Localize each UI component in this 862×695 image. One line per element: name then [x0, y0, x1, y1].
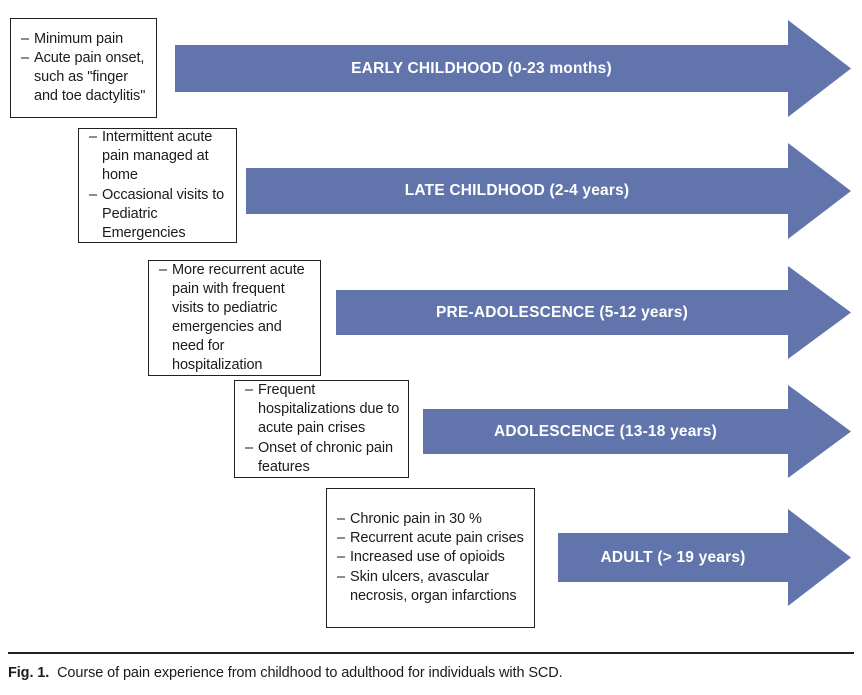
bullet-marker: –: [159, 261, 167, 278]
bullet-text: Skin ulcers, avascular necrosis, organ i…: [350, 568, 517, 604]
arrow-adult: [558, 509, 851, 606]
bullet-marker: –: [21, 30, 29, 47]
bullet-text: Onset of chronic pain features: [258, 439, 393, 475]
bullet-marker: –: [337, 530, 345, 547]
bullet-item: –More recurrent acute pain with frequent…: [159, 261, 312, 376]
callout-adult: –Chronic pain in 30 % –Recurrent acute p…: [326, 488, 535, 628]
bullet-item: –Recurrent acute pain crises: [337, 529, 526, 548]
bullet-item: –Increased use of opioids: [337, 548, 526, 567]
caption-divider: [8, 652, 854, 654]
arrow-shape: [336, 266, 851, 359]
arrow-early-childhood: [175, 20, 851, 117]
bullet-marker: –: [337, 511, 345, 528]
arrow-adolescence: [423, 385, 851, 478]
arrow-label-early-childhood: EARLY CHILDHOOD (0-23 months): [351, 60, 612, 77]
bullet-list-adolescence: –Frequent hospitalizations due to acute …: [235, 381, 408, 477]
arrow-late-childhood: [246, 143, 851, 239]
bullet-marker: –: [21, 49, 29, 66]
bullet-text: Minimum pain: [34, 30, 124, 47]
bullet-marker: –: [245, 382, 253, 399]
bullet-marker: –: [337, 549, 345, 566]
arrow-shape: [175, 20, 851, 117]
arrow-label-adolescence: ADOLESCENCE (13-18 years): [494, 423, 717, 440]
arrow-shape: [423, 385, 851, 478]
bullet-text: Intermittent acute pain managed at home: [102, 129, 213, 184]
bullet-item: –Frequent hospitalizations due to acute …: [245, 381, 400, 438]
bullet-marker: –: [89, 129, 97, 146]
bullet-text: Frequent hospitalizations due to acute p…: [258, 382, 400, 437]
arrow-shape: [246, 143, 851, 239]
bullet-list-late-childhood: –Intermittent acute pain managed at home…: [79, 128, 236, 243]
bullet-item: –Acute pain onset, such as "finger and t…: [21, 49, 148, 106]
arrow-shape: [558, 509, 851, 606]
bullet-text: Acute pain onset, such as "finger and to…: [34, 49, 146, 105]
bullet-item: –Onset of chronic pain features: [245, 439, 400, 477]
bullet-list-pre-adolescence: –More recurrent acute pain with frequent…: [149, 261, 320, 376]
bullet-list-adult: –Chronic pain in 30 % –Recurrent acute p…: [327, 510, 534, 606]
arrow-label-late-childhood: LATE CHILDHOOD (2-4 years): [404, 182, 630, 199]
bullet-item: –Skin ulcers, avascular necrosis, organ …: [337, 568, 526, 606]
bullet-list-early-childhood: –Minimum pain –Acute pain onset, such as…: [11, 30, 156, 107]
bullet-item: –Occasional visits to Pediatric Emergenc…: [89, 186, 228, 243]
arrow-label-pre-adolescence: PRE-ADOLESCENCE (5-12 years): [436, 304, 688, 321]
callout-late-childhood: –Intermittent acute pain managed at home…: [78, 128, 237, 243]
arrow-label-adult: ADULT (> 19 years): [600, 549, 746, 566]
bullet-text: Increased use of opioids: [350, 549, 505, 566]
bullet-text: Occasional visits to Pediatric Emergenci…: [102, 186, 225, 241]
bullet-item: –Intermittent acute pain managed at home: [89, 128, 228, 185]
bullet-text: Chronic pain in 30 %: [350, 511, 482, 528]
callout-pre-adolescence: –More recurrent acute pain with frequent…: [148, 260, 321, 376]
callout-adolescence: –Frequent hospitalizations due to acute …: [234, 380, 409, 478]
figure-number: Fig. 1.: [8, 665, 50, 681]
caption-text: Course of pain experience from childhood…: [57, 665, 563, 681]
bullet-marker: –: [89, 186, 97, 203]
caption-spacer: [49, 665, 57, 681]
bullet-item: –Chronic pain in 30 %: [337, 510, 526, 529]
figure-caption: Fig. 1. Course of pain experience from c…: [8, 664, 856, 683]
bullet-text: Recurrent acute pain crises: [350, 530, 524, 547]
bullet-text: More recurrent acute pain with frequent …: [172, 261, 305, 374]
bullet-marker: –: [337, 568, 345, 585]
arrow-pre-adolescence: [336, 266, 851, 359]
bullet-item: –Minimum pain: [21, 30, 148, 49]
callout-early-childhood: –Minimum pain –Acute pain onset, such as…: [10, 18, 157, 118]
bullet-marker: –: [245, 439, 253, 456]
